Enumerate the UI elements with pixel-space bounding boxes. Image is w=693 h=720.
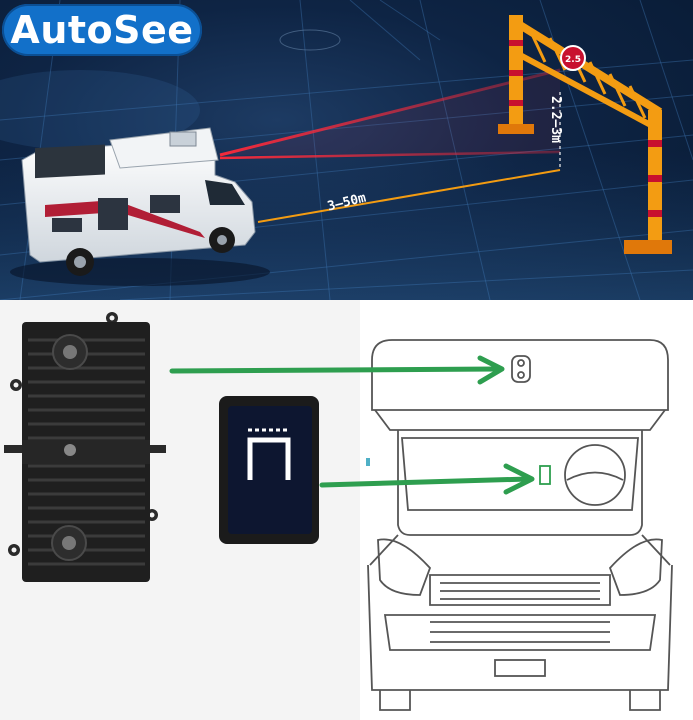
display-module [219, 396, 319, 544]
display-mount-arrow [319, 476, 531, 488]
height-detection-scene: 2.5 AutoSee 3–50m 2.2–3m [0, 0, 693, 300]
height-barrier-gate: 2.5 [498, 15, 672, 254]
scene-graphics: 2.5 [0, 0, 693, 300]
motorhome-vehicle [10, 127, 270, 286]
vehicle-front-line-drawing [367, 339, 673, 711]
installation-arrows [169, 355, 535, 495]
installation-graphics [0, 300, 693, 720]
brand-logo-text: AutoSee [10, 8, 194, 52]
distance-line [257, 169, 561, 223]
laser-beam-upper [219, 68, 561, 157]
sensor-mount-arrow [169, 366, 501, 374]
brand-logo: AutoSee [2, 4, 202, 56]
radar-sensor-unit [4, 312, 166, 582]
height-range-label: 2.2–3m [548, 96, 563, 143]
svg-text:2.5: 2.5 [565, 55, 581, 65]
laser-beam-lower [219, 150, 561, 160]
installation-diagram [0, 300, 693, 720]
